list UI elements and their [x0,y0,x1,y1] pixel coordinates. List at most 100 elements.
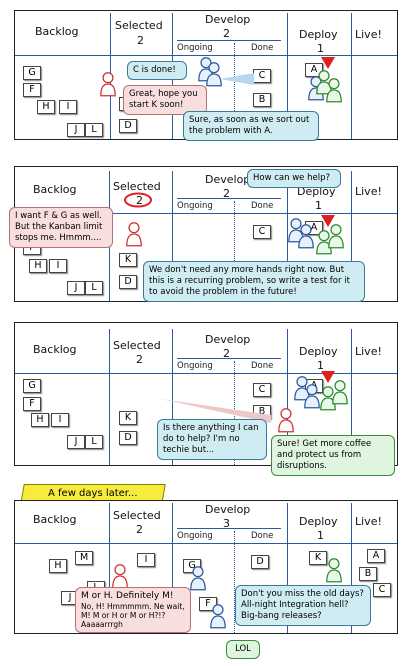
arrow-icon [220,73,254,85]
card-h: H [49,559,67,573]
column-divider [351,503,352,633]
column-develop: Develop [205,333,251,346]
column-divider [172,329,173,465]
card-i: I [51,413,69,427]
deploy-limit: 1 [315,199,322,212]
bubble-lol: LOL [226,640,260,659]
card-i: I [137,553,155,567]
column-develop: Develop [205,173,251,186]
subcolumn-ongoing: Ongoing [177,361,213,371]
column-backlog: Backlog [35,25,79,38]
kanban-board-panel-2: Backlog Selected 2 Develop 2 Ongoing Don… [9,166,398,302]
header-divider [15,55,397,56]
column-backlog: Backlog [33,183,77,196]
column-backlog: Backlog [33,343,77,356]
header-divider [15,213,397,214]
card-i: I [59,100,77,114]
card-m: M [75,551,94,565]
card-g: G [23,66,41,80]
blocker-flag-icon [321,57,335,69]
bubble-definitely-line1: M or H. Definitely M! [81,591,174,601]
product-owner-icon [111,563,129,589]
bubble-old-days: Don't you miss the old days? All-night I… [235,585,371,626]
card-b: B [359,567,377,581]
column-deploy: Deploy [299,345,338,358]
subcolumn-ongoing: Ongoing [177,201,213,211]
develop-limit: 3 [223,517,230,530]
card-c: C [373,583,391,597]
card-h: H [37,100,55,114]
column-divider [172,171,173,301]
header-divider [15,543,397,544]
bubble-definitely: M or H. Definitely M! No, H! Hmmmmm. Ne … [75,587,191,633]
deploy-limit: 1 [317,529,324,542]
bubble-great: Great, hope you start K soon! [123,85,207,115]
card-c: C [253,225,271,239]
column-backlog: Backlog [33,513,77,526]
column-deploy: Deploy [297,185,336,198]
developer-icon [297,223,315,249]
card-d: D [119,275,137,289]
column-divider [351,329,352,465]
card-j: J [67,123,85,137]
column-selected: Selected [113,180,161,193]
subcolumn-ongoing: Ongoing [177,43,213,53]
develop-header-line [177,528,281,529]
column-divider [287,171,288,301]
product-owner-icon [125,221,143,247]
card-c: C [253,69,271,83]
column-selected: Selected [113,509,161,522]
column-live: Live! [355,185,382,198]
bubble-c-done: C is done! [127,61,187,80]
bubble-definitely-line2: No, H! Hmmmmm. Ne wait, M! M or H or M o… [81,602,185,629]
column-divider [172,503,173,633]
card-k: K [119,411,137,425]
selected-limit: 2 [136,194,143,207]
column-divider [287,329,288,465]
deploy-limit: 1 [317,359,324,372]
card-d: D [119,431,137,445]
limit-highlight-circle [124,192,152,208]
column-divider [351,171,352,301]
arrow-icon [161,399,271,423]
column-divider [351,13,352,139]
card-f: F [23,397,41,411]
subcolumn-done: Done [251,361,274,371]
subcolumn-done: Done [251,43,274,53]
product-owner-icon [277,407,295,433]
card-l: L [85,123,103,137]
column-selected: Selected [115,19,163,32]
column-deploy: Deploy [299,28,338,41]
card-a: A [367,549,385,563]
card-f: F [23,83,41,97]
bubble-sure: Sure, as soon as we sort out the problem… [183,111,319,141]
column-live: Live! [355,345,382,358]
blocker-flag-icon [321,371,335,383]
card-j: J [67,435,85,449]
develop-subdivider [234,201,235,301]
develop-limit: 2 [223,27,230,40]
develop-subdivider [234,531,235,633]
card-h: H [31,413,49,427]
column-live: Live! [355,28,382,41]
card-l: L [85,435,103,449]
column-divider [287,503,288,633]
card-h: H [29,259,47,273]
card-g: G [23,379,41,393]
column-live: Live! [355,515,382,528]
card-f: F [199,597,217,611]
product-owner-icon [99,71,117,97]
subcolumn-done: Done [251,531,274,541]
develop-limit: 2 [223,187,230,200]
develop-limit: 2 [223,347,230,360]
developer-icon [325,77,343,103]
developer-icon [325,557,343,583]
column-develop: Develop [205,503,251,516]
card-d: D [251,555,269,569]
card-i: I [49,259,67,273]
blocker-flag-icon [321,215,335,227]
card-k: K [119,253,137,267]
card-k: K [309,551,327,565]
develop-header-line [177,40,281,41]
header-divider [15,373,397,374]
